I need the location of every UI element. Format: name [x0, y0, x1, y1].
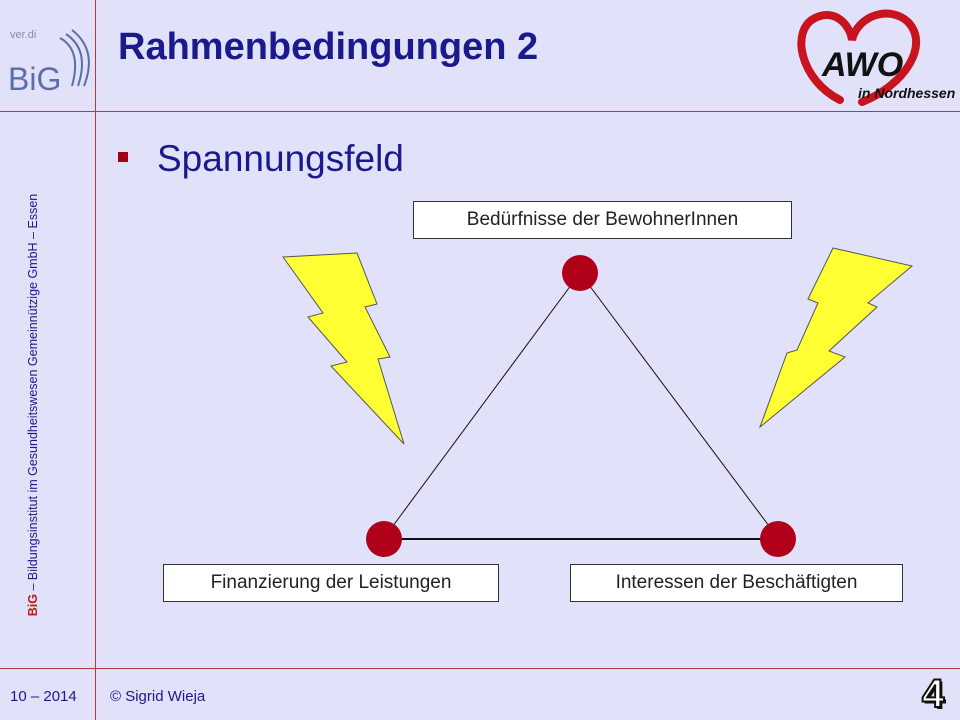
- big-logo-main-text: BiG: [8, 61, 61, 97]
- sidebar-rest-text: – Bildungsinstitut im Gesundheitswesen G…: [26, 193, 40, 594]
- right-label-box: Interessen der Beschäftigten: [570, 564, 903, 602]
- big-logo-arc-3: [71, 29, 90, 87]
- right-lightning-icon: [758, 247, 914, 429]
- node-right: [760, 521, 796, 557]
- page-number: 4: [921, 671, 945, 717]
- left-lightning-icon: [282, 252, 405, 445]
- header-divider: [0, 111, 960, 112]
- big-logo-small-text: ver.di: [10, 29, 36, 41]
- bullet-text: Spannungsfeld: [157, 138, 404, 179]
- top-label-box: Bedürfnisse der BewohnerInnen: [413, 201, 792, 239]
- big-logo: ver.di BiG: [8, 29, 90, 97]
- left-label-box: Finanzierung der Leistungen: [163, 564, 499, 602]
- sidebar-vertical-text: BiG – Bildungsinstitut im Gesundheitswes…: [26, 145, 40, 665]
- triangle-edge-left: [383, 272, 581, 539]
- big-logo-arc-2: [65, 33, 83, 87]
- sidebar-brand-text: BiG: [26, 593, 40, 617]
- sidebar-divider: [95, 0, 96, 720]
- triangle-edge-right: [579, 272, 779, 539]
- footer-date: 10 – 2014: [10, 688, 77, 705]
- node-top: [562, 255, 598, 291]
- node-left: [366, 521, 402, 557]
- slide-title: Rahmenbedingungen 2: [118, 26, 539, 68]
- big-logo-arc-1: [59, 37, 76, 87]
- footer-copyright: © Sigrid Wieja: [110, 688, 206, 705]
- footer-divider: [0, 668, 960, 669]
- bullet-square-icon: [118, 152, 128, 162]
